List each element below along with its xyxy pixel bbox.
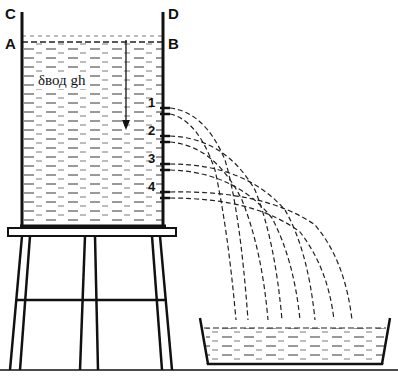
- point-letter: D: [168, 6, 179, 21]
- callout-number: 4: [148, 180, 155, 193]
- pressure-label: δвод gh: [36, 72, 88, 89]
- callout-number: 2: [148, 124, 155, 137]
- callout-number: 1: [148, 96, 155, 109]
- point-letter: C: [5, 6, 16, 21]
- point-letter: B: [168, 36, 179, 51]
- water-jets: [170, 108, 352, 320]
- point-letter: A: [5, 36, 16, 51]
- callout-number: 3: [148, 152, 155, 165]
- water: [24, 42, 162, 222]
